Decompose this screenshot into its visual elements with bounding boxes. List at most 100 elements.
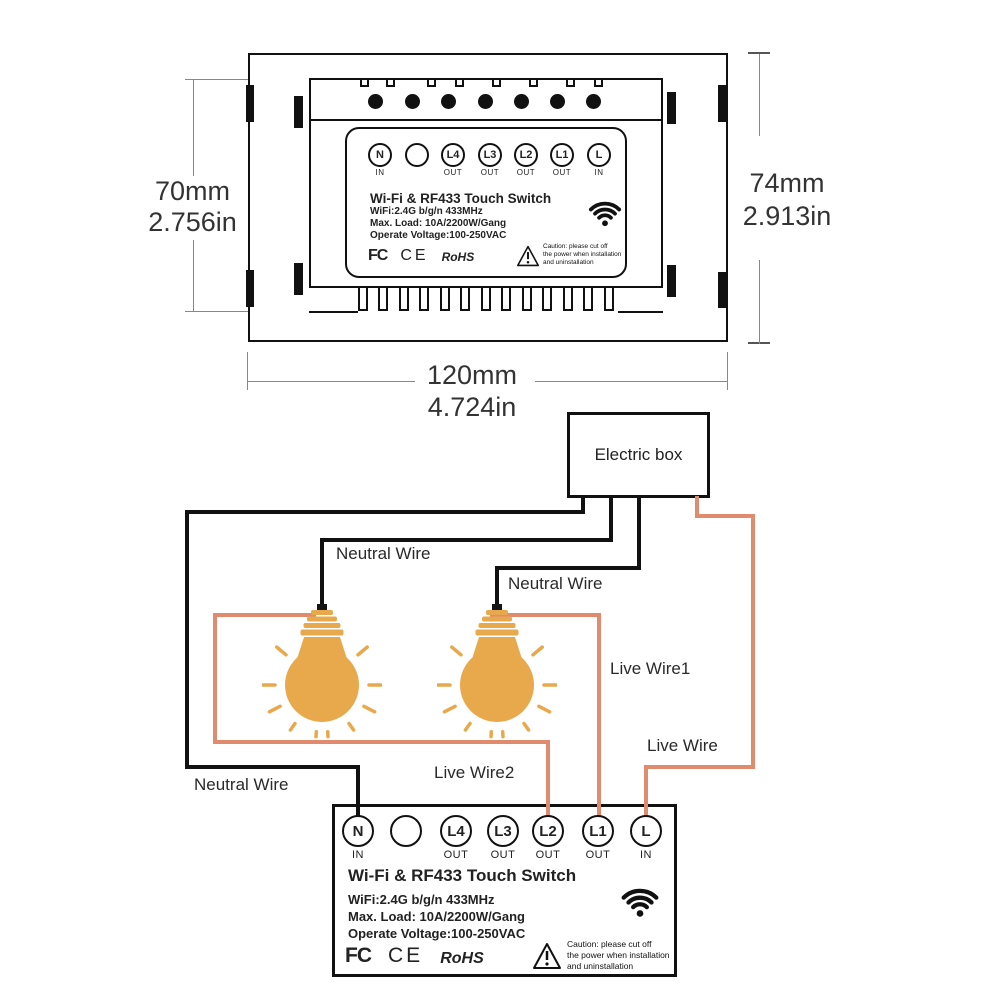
- terminal-circle: N: [342, 815, 374, 847]
- neutral-wire-segment: [185, 510, 585, 514]
- terminal-circle: [405, 143, 429, 167]
- screw-dot: [514, 94, 529, 109]
- comb-tooth: [542, 288, 552, 311]
- dim-height-inner-mm: 70mm: [154, 176, 230, 206]
- comb-tooth: [440, 288, 450, 311]
- plate-clip: [246, 85, 254, 122]
- live-wire2-segment: [213, 613, 217, 744]
- terminal-l3: L3 OUT: [475, 815, 531, 861]
- device-title: Wi-Fi & RF433 Touch Switch: [370, 191, 552, 206]
- certification-logos: FC CE RoHS: [368, 247, 474, 265]
- terminal-circle: N: [368, 143, 392, 167]
- certification-logos: FC CE RoHS: [345, 944, 484, 968]
- caution-line: Caution: please cut off: [543, 243, 608, 250]
- mount-notch: [360, 80, 369, 87]
- terminal-port-label: OUT: [443, 849, 469, 861]
- terminal-blank: [378, 815, 434, 849]
- terminal-circle: L3: [478, 143, 502, 167]
- rohs-logo: RoHS: [441, 250, 475, 264]
- mount-notch: [529, 80, 538, 87]
- mount-notch: [386, 80, 395, 87]
- neutral-wire-label-bulb1: Neutral Wire: [336, 544, 431, 563]
- terminal-port-label: OUT: [535, 849, 561, 861]
- module-clip: [294, 96, 303, 128]
- terminal-circle: L: [630, 815, 662, 847]
- comb-tooth: [604, 288, 614, 311]
- dim-bottom-line-left: [248, 381, 415, 382]
- live-wire1-label: Live Wire1: [610, 659, 691, 678]
- dim-left-line-upper: [193, 79, 194, 176]
- plate-clip: [246, 270, 254, 307]
- live-wire-segment: [644, 765, 755, 769]
- terminal-circle: L: [587, 143, 611, 167]
- terminal-circle: [390, 815, 422, 847]
- neutral-wire-segment: [185, 765, 360, 769]
- ce-logo: CE: [388, 944, 424, 967]
- live-wire2-segment: [213, 740, 550, 744]
- light-bulb-icon: [262, 604, 382, 739]
- wifi-icon: [621, 888, 659, 917]
- dim-bottom-line-right: [535, 381, 728, 382]
- terminal-circle: L2: [514, 143, 538, 167]
- neutral-wire-segment: [185, 510, 189, 769]
- live-wire-segment: [695, 514, 755, 518]
- mount-notch: [455, 80, 464, 87]
- dim-bottom-tick-left: [247, 352, 248, 390]
- device-spec-voltage: Operate Voltage:100-250VAC: [370, 230, 507, 241]
- terminal-n: N IN: [330, 815, 386, 861]
- terminal-port-label: IN: [594, 168, 604, 177]
- device-title: Wi-Fi & RF433 Touch Switch: [348, 866, 577, 885]
- dim-width-mm: 120mm: [426, 360, 518, 390]
- terminal-l4: L4 OUT: [431, 143, 475, 177]
- strip-divider-line: [309, 119, 663, 121]
- dim-right-cap-top: [748, 52, 770, 54]
- mount-notch: [492, 80, 501, 87]
- neutral-wire-segment: [495, 566, 499, 608]
- terminal-port-label: IN: [640, 849, 652, 861]
- live-wire1-segment: [597, 613, 601, 818]
- comb-tooth: [460, 288, 470, 311]
- terminal-l: L IN: [577, 143, 621, 177]
- caution-triangle-icon: [533, 943, 561, 969]
- screw-dot: [550, 94, 565, 109]
- live-wire-segment: [695, 496, 699, 518]
- comb-base-right: [618, 311, 663, 313]
- live-wire-label: Live Wire: [647, 736, 718, 755]
- terminal-port-label: IN: [375, 168, 385, 177]
- comb-tooth: [501, 288, 511, 311]
- device-spec-load: Max. Load: 10A/2200W/Gang: [370, 218, 507, 229]
- device-spec-voltage: Operate Voltage:100-250VAC: [348, 926, 526, 941]
- plate-clip: [718, 272, 726, 308]
- terminal-l2: L2 OUT: [520, 815, 576, 861]
- device-spec-wifi: WiFi:2.4G b/g/n 433MHz: [348, 892, 495, 907]
- caution-line: the power when installation: [543, 251, 622, 258]
- live-wire2-segment: [546, 740, 550, 818]
- terminal-l: L IN: [618, 815, 674, 861]
- comb-tooth: [583, 288, 593, 311]
- screw-dot: [405, 94, 420, 109]
- screw-dot: [478, 94, 493, 109]
- electric-box: Electric box: [567, 412, 710, 498]
- comb-tooth: [358, 288, 368, 311]
- comb-heatsink: [309, 286, 663, 313]
- terminal-port-label: IN: [352, 849, 364, 861]
- mount-notch: [566, 80, 575, 87]
- module-clip: [294, 263, 303, 295]
- neutral-wire-label-bulb2: Neutral Wire: [508, 574, 603, 593]
- comb-tooth: [481, 288, 491, 311]
- terminal-l1: L1 OUT: [570, 815, 626, 861]
- light-bulb-icon: [437, 604, 557, 739]
- wifi-icon: [588, 201, 622, 227]
- terminal-blank: [395, 143, 439, 168]
- live-wire-segment: [751, 514, 755, 769]
- neutral-wire-segment: [637, 496, 641, 570]
- fcc-logo: FC: [368, 247, 388, 264]
- dim-ext-line-bottom: [185, 311, 289, 312]
- terminal-circle: L1: [550, 143, 574, 167]
- caution-line: the power when installation: [567, 950, 670, 960]
- terminal-circle: L1: [582, 815, 614, 847]
- live-wire-segment: [644, 765, 648, 818]
- dim-right-line-upper: [759, 54, 760, 136]
- comb-tooth: [522, 288, 532, 311]
